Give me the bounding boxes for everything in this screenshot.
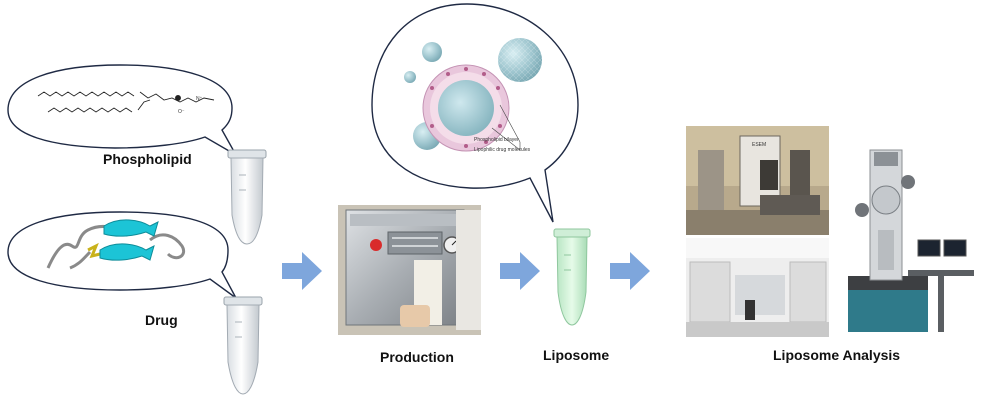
esem-microscope-image: ESEM: [686, 126, 829, 235]
drug-label: Drug: [145, 312, 178, 328]
protein-drug-structure: [46, 219, 185, 270]
phospholipid-tube: [227, 149, 267, 245]
arrow-to-liposome: [500, 252, 540, 290]
production-label: Production: [380, 349, 454, 365]
liposome-analysis-label: Liposome Analysis: [773, 347, 901, 363]
liposome-label: Liposome: [543, 347, 610, 363]
lab-room-image: [686, 238, 829, 337]
arrow-to-analysis: [610, 252, 650, 290]
esem-text: ESEM: [752, 142, 766, 148]
small-liposome-sphere: [422, 42, 442, 62]
aqueous-core: [438, 80, 494, 136]
liposome-tube: [553, 228, 591, 326]
arrow-to-production: [282, 252, 322, 290]
tem-microscope-image: [848, 149, 974, 332]
bilayer-callout: Phospholipid bilayer: [474, 137, 519, 143]
phospholipid-bubble: N⁺ O⁻: [7, 64, 238, 157]
phospholipid-label: Phospholipid: [103, 151, 192, 167]
homogenizer-image: [338, 205, 481, 335]
liposome-bubble: Phospholipid bilayer Lipophilic drug mol…: [371, 3, 579, 223]
phosphate-charge-symbol: O⁻: [178, 109, 185, 115]
choline-group-symbol: N⁺: [196, 96, 203, 102]
drug-molecule-callout: Lipophilic drug molecules: [474, 147, 531, 153]
small-liposome-sphere: [404, 71, 416, 83]
phospholipid-molecule: [37, 91, 215, 113]
drug-bubble: [7, 211, 237, 299]
drug-tube: [223, 296, 263, 395]
